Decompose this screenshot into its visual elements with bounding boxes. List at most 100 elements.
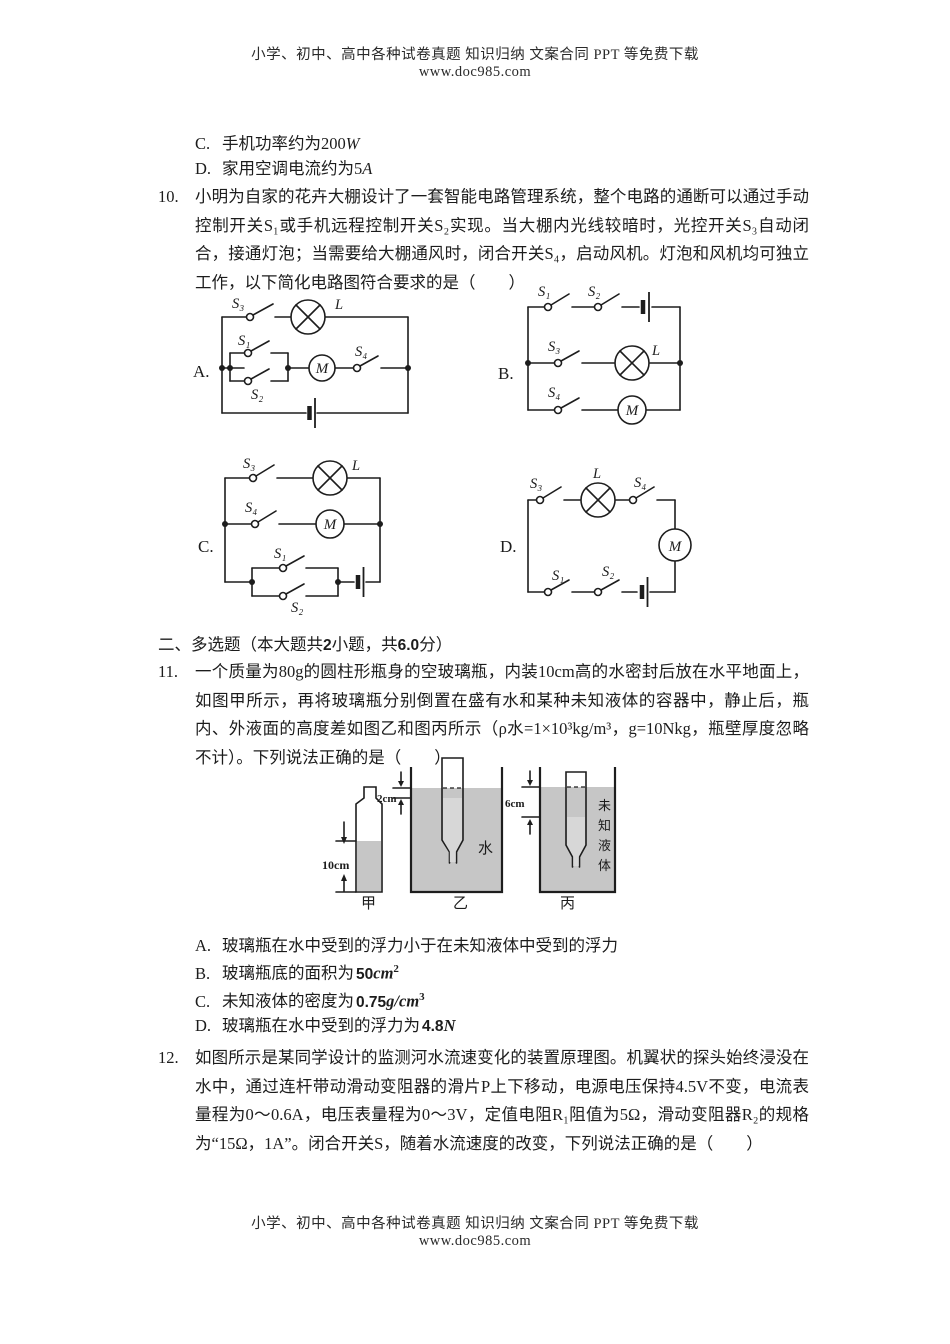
lamp-label: L: [592, 466, 601, 482]
bottle-figure: 10cm 甲 2cm 水 乙: [322, 757, 617, 912]
figure-jia-bottle: 10cm 甲: [322, 786, 383, 912]
circuit-diagram-d: D. M S₃ L S: [500, 466, 692, 607]
junction-dot: [249, 579, 255, 585]
switch-s1-label: S₁: [238, 333, 250, 349]
svg-text:M: M: [315, 361, 330, 377]
height-2cm-label: 2cm: [377, 793, 397, 805]
switch-s1-icon: [543, 293, 570, 312]
switch-s1-label: S₁: [274, 546, 286, 562]
option-label: D.: [195, 159, 212, 178]
switch-s3-label: S₃: [530, 476, 542, 492]
circuit-diagram-a: A. M: [193, 296, 411, 428]
switch-s4-label: S₄: [634, 475, 646, 491]
option-label: A.: [195, 936, 212, 955]
junction-dot: [405, 365, 411, 371]
option-label: B.: [195, 963, 211, 983]
figure-jia-label: 甲: [361, 896, 376, 912]
q11-option-a: A. 玻璃瓶在水中受到的浮力小于在未知液体中受到的浮力: [195, 933, 618, 958]
battery-icon: [640, 292, 650, 322]
question-text: 如图所示是某同学设计的监测河水流速变化的装置原理图。机翼状的探头始终浸没在水中，…: [195, 1048, 809, 1153]
junction-dot: [219, 365, 225, 371]
motor-icon: M: [315, 509, 345, 539]
switch-s3-icon: [245, 303, 274, 322]
circuit-b-label: B.: [498, 364, 514, 383]
question-text: 一个质量为80g的圆柱形瓶身的空玻璃瓶，内装10cm高的水密封后放在水平地面上，…: [195, 662, 809, 767]
question-number: 12.: [158, 1048, 179, 1067]
motor-icon: M: [658, 528, 692, 562]
switch-s2-label: S₂: [291, 600, 303, 616]
circuit-diagram-c: C. M: [198, 456, 383, 616]
switch-s4-icon: [553, 397, 580, 415]
lamp-label: L: [334, 297, 343, 313]
height-6cm-label: 6cm: [505, 798, 525, 810]
unknown-liquid-label: 知: [598, 818, 611, 833]
motor-icon: M: [308, 354, 336, 382]
question-number: 10.: [158, 187, 179, 206]
svg-text:M: M: [668, 539, 683, 555]
option-label: C.: [195, 134, 211, 153]
junction-dot: [227, 365, 233, 371]
inverted-bottle: [565, 771, 587, 868]
junction-dot: [285, 365, 291, 371]
switch-s3-icon: [248, 464, 275, 483]
switch-s2-icon: [278, 583, 305, 601]
footer-url: www.doc985.com: [418, 1233, 532, 1249]
unknown-liquid-label: 未: [598, 798, 611, 813]
switch-s4-icon: [352, 355, 379, 373]
junction-dot: [377, 521, 383, 527]
water-label: 水: [478, 840, 493, 857]
header-url: www.doc985.com: [418, 64, 532, 80]
unknown-liquid-label: 液: [598, 838, 611, 853]
circuit-d-wires: [527, 499, 676, 593]
switch-s1-label: S₁: [552, 568, 564, 584]
switch-s3-label: S₃: [243, 456, 255, 472]
switch-s1-icon: [543, 579, 570, 597]
figure-yi-container: 2cm 水 乙: [377, 757, 504, 912]
circuit-c-label: C.: [198, 537, 214, 556]
header-promo: 小学、初中、高中各种试卷真题 知识归纳 文案合同 PPT 等免费下载: [251, 47, 699, 63]
lamp-icon: [614, 345, 650, 381]
switch-s1-icon: [278, 555, 305, 573]
switch-s3-label: S₃: [548, 339, 560, 355]
switch-s2-icon: [593, 579, 620, 597]
option-text: 家用空调电流约为5A: [222, 159, 373, 178]
height-10cm-label: 10cm: [322, 858, 349, 872]
battery-icon: [355, 567, 365, 597]
question-number: 11.: [158, 662, 179, 681]
q9-option-c: C. 手机功率约为200W: [195, 131, 360, 156]
switch-s4-label: S₄: [355, 344, 367, 360]
unknown-liquid-label: 体: [598, 858, 611, 873]
switch-s4-label: S₄: [245, 500, 257, 516]
lamp-label: L: [651, 343, 660, 359]
question-12: 12. 如图所示是某同学设计的监测河水流速变化的装置原理图。机翼状的探头始终浸没…: [158, 1044, 809, 1158]
q9-option-d: D. 家用空调电流约为5A: [195, 156, 372, 181]
option-label: C.: [195, 991, 211, 1011]
switch-s2-label: S₂: [251, 387, 263, 403]
option-label: D.: [195, 1016, 212, 1035]
figure-bing-container: 6cm 未 知 液 体 丙: [505, 767, 617, 912]
switch-s1-label: S₁: [538, 284, 550, 300]
junction-dot: [222, 521, 228, 527]
footer-promo: 小学、初中、高中各种试卷真题 知识归纳 文案合同 PPT 等免费下载: [251, 1216, 699, 1232]
junction-dot: [335, 579, 341, 585]
figure-bing-label: 丙: [560, 896, 575, 912]
junction-dot: [677, 360, 683, 366]
switch-s3-icon: [535, 486, 562, 505]
option-text: 玻璃瓶在水中受到的浮力小于在未知液体中受到的浮力: [222, 936, 618, 955]
lamp-icon: [290, 299, 326, 335]
switch-s2-icon: [243, 368, 270, 386]
inverted-bottle: [441, 757, 464, 864]
lamp-icon: [312, 460, 348, 496]
switch-s2-icon: [593, 293, 620, 312]
motor-icon: M: [617, 395, 647, 425]
battery-icon: [639, 577, 649, 607]
lamp-label: L: [351, 458, 360, 474]
junction-dot: [525, 360, 531, 366]
